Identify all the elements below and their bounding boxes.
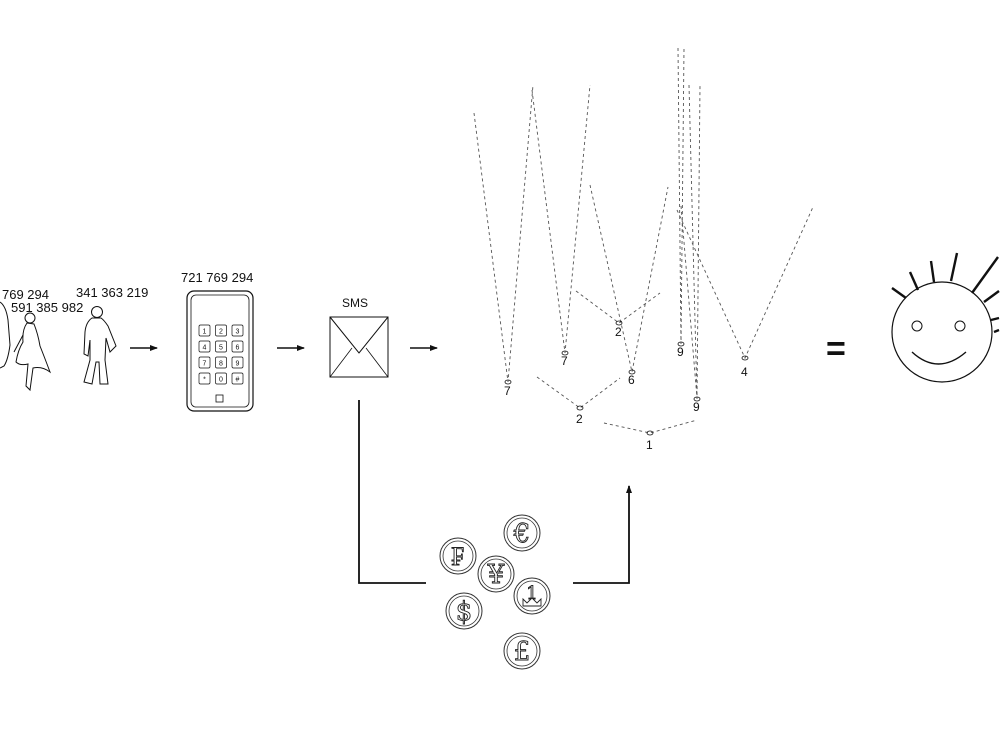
tree-node: 9 xyxy=(693,396,701,414)
pound-icon: £ xyxy=(503,632,541,670)
tree-node: 1 xyxy=(646,430,654,452)
svg-text:0: 0 xyxy=(219,376,223,383)
svg-text:6: 6 xyxy=(236,344,240,351)
svg-text:¥: ¥ xyxy=(487,560,505,590)
phone-key: 6 xyxy=(231,340,244,353)
person-silhouette-icon xyxy=(83,306,117,385)
phone-keypad: 1 2 3 4 5 6 7 8 9 * 0 # xyxy=(198,324,244,385)
person-silhouette-icon xyxy=(0,301,11,369)
phone-key: 4 xyxy=(198,340,211,353)
svg-text:€: € xyxy=(513,519,531,549)
person-silhouette-icon xyxy=(13,312,52,392)
person-number-middle: 591 385 982 xyxy=(11,300,83,315)
phone-key: 5 xyxy=(215,340,227,353)
svg-text:£: £ xyxy=(514,637,531,667)
svg-text:9: 9 xyxy=(693,400,700,414)
person-number-right: 341 363 219 xyxy=(76,285,148,300)
svg-text:4: 4 xyxy=(741,365,748,379)
phone-key: # xyxy=(231,372,244,385)
svg-text:9: 9 xyxy=(677,345,684,359)
arrow-up-icon xyxy=(573,485,632,584)
envelope-icon: SMS xyxy=(329,296,389,378)
phone-key: 9 xyxy=(231,356,244,369)
svg-text:#: # xyxy=(236,376,240,383)
tree-node: 7 xyxy=(504,379,512,398)
svg-text:₣: ₣ xyxy=(452,542,465,572)
smiley-rays xyxy=(891,252,1000,334)
person-number-left: 769 294 xyxy=(2,287,49,302)
coins-group: ₣ € ¥1 $ £ xyxy=(439,514,551,670)
svg-text:2: 2 xyxy=(576,412,583,426)
phone-key: * xyxy=(198,372,211,385)
svg-text:9: 9 xyxy=(236,360,240,367)
tree-node: 7 xyxy=(561,350,569,368)
svg-text:5: 5 xyxy=(219,344,223,351)
phone-key: 3 xyxy=(231,324,244,337)
tree-node: 2 xyxy=(615,320,623,339)
svg-text:2: 2 xyxy=(615,325,622,339)
phone-key: 7 xyxy=(198,356,211,369)
svg-text:6: 6 xyxy=(628,373,635,387)
phone-key: 1 xyxy=(198,324,211,337)
svg-text:3: 3 xyxy=(236,328,240,335)
people-group: 769 294 591 385 982 341 363 219 xyxy=(0,285,148,392)
phone-key: 2 xyxy=(215,324,227,337)
tree-node: 2 xyxy=(576,405,584,426)
payment-line-in xyxy=(358,400,426,584)
phone-number: 721 769 294 xyxy=(181,270,253,285)
svg-text:$: $ xyxy=(456,597,473,627)
equals-sign: = xyxy=(826,330,846,368)
home-button xyxy=(215,394,224,403)
svg-text:1: 1 xyxy=(203,328,207,335)
crown-one-icon: 1 xyxy=(513,577,551,615)
sms-label: SMS xyxy=(342,296,368,310)
svg-text:7: 7 xyxy=(504,384,511,398)
svg-text:1: 1 xyxy=(526,583,537,604)
mobile-phone-icon: 721 769 294 1 2 3 4 5 6 7 8 9 * 0 # xyxy=(181,270,254,412)
referral-tree: 7 7 2 6 9 9 4 2 1 xyxy=(473,47,814,452)
phone-key: 8 xyxy=(215,356,227,369)
tree-node: 9 xyxy=(677,341,685,359)
svg-text:4: 4 xyxy=(203,344,207,351)
svg-text:7: 7 xyxy=(561,354,568,368)
svg-text:2: 2 xyxy=(219,328,223,335)
svg-text:*: * xyxy=(203,376,206,383)
tree-node: 4 xyxy=(741,355,749,379)
franc-icon: ₣ xyxy=(439,537,477,575)
svg-text:7: 7 xyxy=(203,360,207,367)
svg-text:1: 1 xyxy=(646,438,653,452)
euro-icon: € xyxy=(503,514,541,552)
svg-text:8: 8 xyxy=(219,360,223,367)
phone-key: 0 xyxy=(215,372,227,385)
tree-node: 6 xyxy=(628,369,636,387)
smiley-face-icon xyxy=(891,252,1000,383)
dollar-icon: $ xyxy=(445,592,483,630)
yen-icon: ¥ xyxy=(477,555,515,593)
